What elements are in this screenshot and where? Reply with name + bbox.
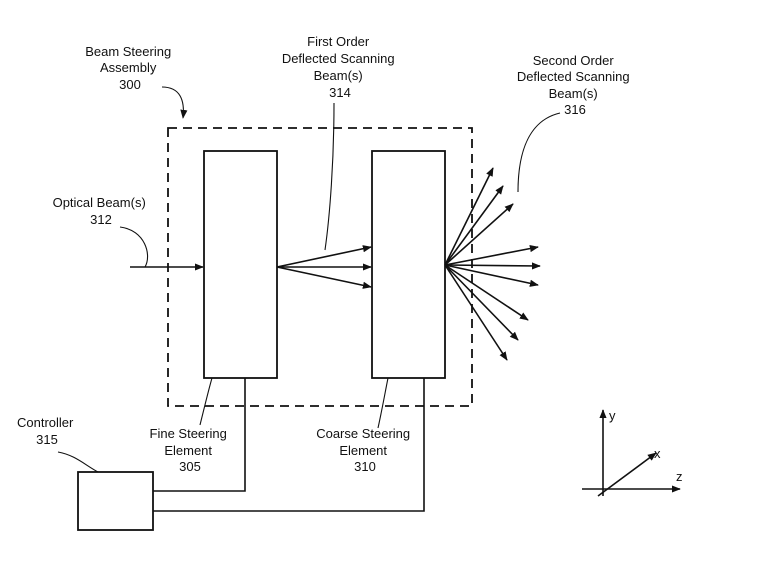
second-order-beam	[444, 264, 539, 287]
first-order-label: First Order Deflected Scanning Beam(s) 3…	[282, 34, 398, 100]
coarse-steering-element	[371, 150, 446, 379]
x-axis-label: x	[654, 446, 661, 461]
controller-label: Controller 315	[17, 415, 77, 447]
second-order-beam	[444, 185, 504, 266]
fine-leader	[199, 377, 213, 426]
coarse-steering-label: Coarse Steering Element 310	[316, 426, 414, 474]
controller-box	[77, 471, 154, 531]
first-order-beam-down	[276, 266, 372, 289]
optical-beam-label: Optical Beam(s) 312	[53, 195, 150, 227]
coarse-control-line	[153, 378, 425, 512]
fine-steering-label: Fine Steering Element 305	[150, 426, 231, 474]
fine-control-line	[153, 378, 246, 492]
second-order-beam	[444, 264, 519, 341]
second-order-leader	[517, 112, 561, 193]
second-order-label: Second Order Deflected Scanning Beam(s) …	[517, 53, 633, 117]
x-axis-arrow	[597, 452, 657, 497]
coordinate-axes: y x z	[582, 408, 683, 497]
second-order-beam	[444, 203, 514, 266]
second-order-beam	[444, 264, 529, 321]
z-axis-label: z	[676, 469, 683, 484]
assembly-leader	[161, 86, 188, 119]
y-axis-label: y	[609, 408, 616, 423]
optical-leader	[119, 226, 149, 268]
second-order-beam	[444, 245, 539, 266]
assembly-label: Beam Steering Assembly 300	[85, 44, 175, 92]
coarse-leader	[377, 377, 389, 429]
first-order-beam-up	[276, 245, 372, 268]
second-order-beams	[444, 167, 541, 361]
first-order-leader	[324, 102, 335, 251]
controller-leader	[57, 451, 99, 473]
fine-steering-element	[203, 150, 278, 379]
second-order-beam	[444, 167, 494, 266]
second-order-beam	[444, 262, 541, 270]
second-order-beam	[444, 264, 508, 361]
